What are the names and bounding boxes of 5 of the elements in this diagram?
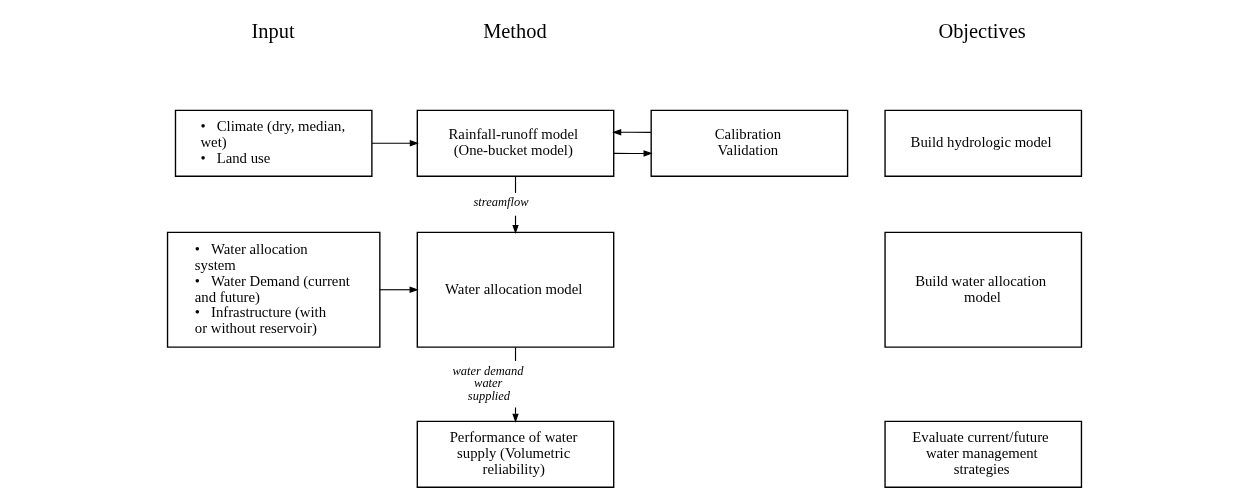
- label: Method: [482, 20, 547, 43]
- edge-label: water demand water supplied: [452, 363, 523, 403]
- edge-label: streamflow: [473, 195, 528, 210]
- label: Objectives: [937, 20, 1026, 43]
- label: Input: [251, 20, 295, 43]
